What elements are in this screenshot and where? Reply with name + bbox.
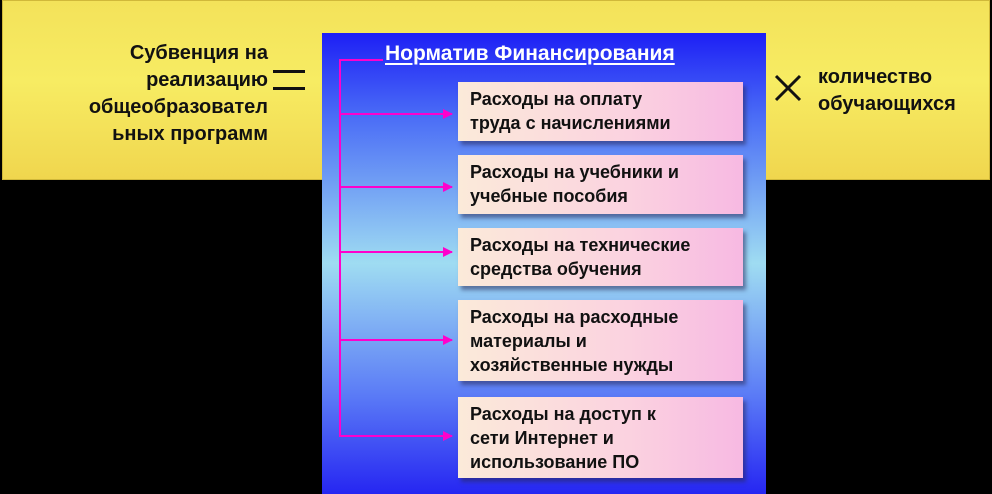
subvention-label-line: реализацию (146, 69, 268, 91)
expense-item-line: сети Интернет и (470, 428, 614, 448)
expense-item-line: использование ПО (470, 452, 640, 472)
subvention-label-line: ьных программ (112, 123, 268, 145)
expense-item-line: Расходы на доступ к (470, 404, 656, 424)
students-count-line: обучающихся (818, 93, 956, 115)
expense-item-materials: Расходы на расходные материалы и хозяйст… (458, 300, 743, 381)
panel-title: Норматив Финансирования (385, 42, 675, 65)
expense-item-line: труда с начислениями (470, 113, 671, 133)
expense-item-labor: Расходы на оплату труда с начислениями (458, 82, 743, 141)
expense-item-line: Расходы на оплату (470, 89, 643, 109)
subvention-label-line: общеобразовател (88, 96, 268, 118)
students-count-label: количество обучающихся (818, 64, 956, 118)
times-icon (774, 74, 802, 102)
equals-bar-top (273, 70, 305, 73)
expense-item-line: Расходы на учебники и (470, 162, 679, 182)
students-count-line: количество (818, 66, 933, 88)
expense-item-internet: Расходы на доступ к сети Интернет и испо… (458, 397, 743, 478)
expense-item-line: хозяйственные нужды (470, 355, 674, 375)
expense-item-textbooks: Расходы на учебники и учебные пособия (458, 155, 743, 214)
expense-item-line: средства обучения (470, 259, 642, 279)
subvention-label-line: Субвенция на (129, 42, 268, 64)
expense-item-line: Расходы на расходные (470, 307, 679, 327)
equals-icon (273, 70, 305, 92)
subvention-label: Субвенция на реализацию общеобразовател … (40, 40, 268, 148)
expense-item-line: материалы и (470, 331, 587, 351)
expense-item-line: Расходы на технические (470, 235, 691, 255)
expense-item-technical-means: Расходы на технические средства обучения (458, 228, 743, 286)
expense-item-line: учебные пособия (470, 186, 628, 206)
equals-bar-bottom (273, 87, 305, 90)
